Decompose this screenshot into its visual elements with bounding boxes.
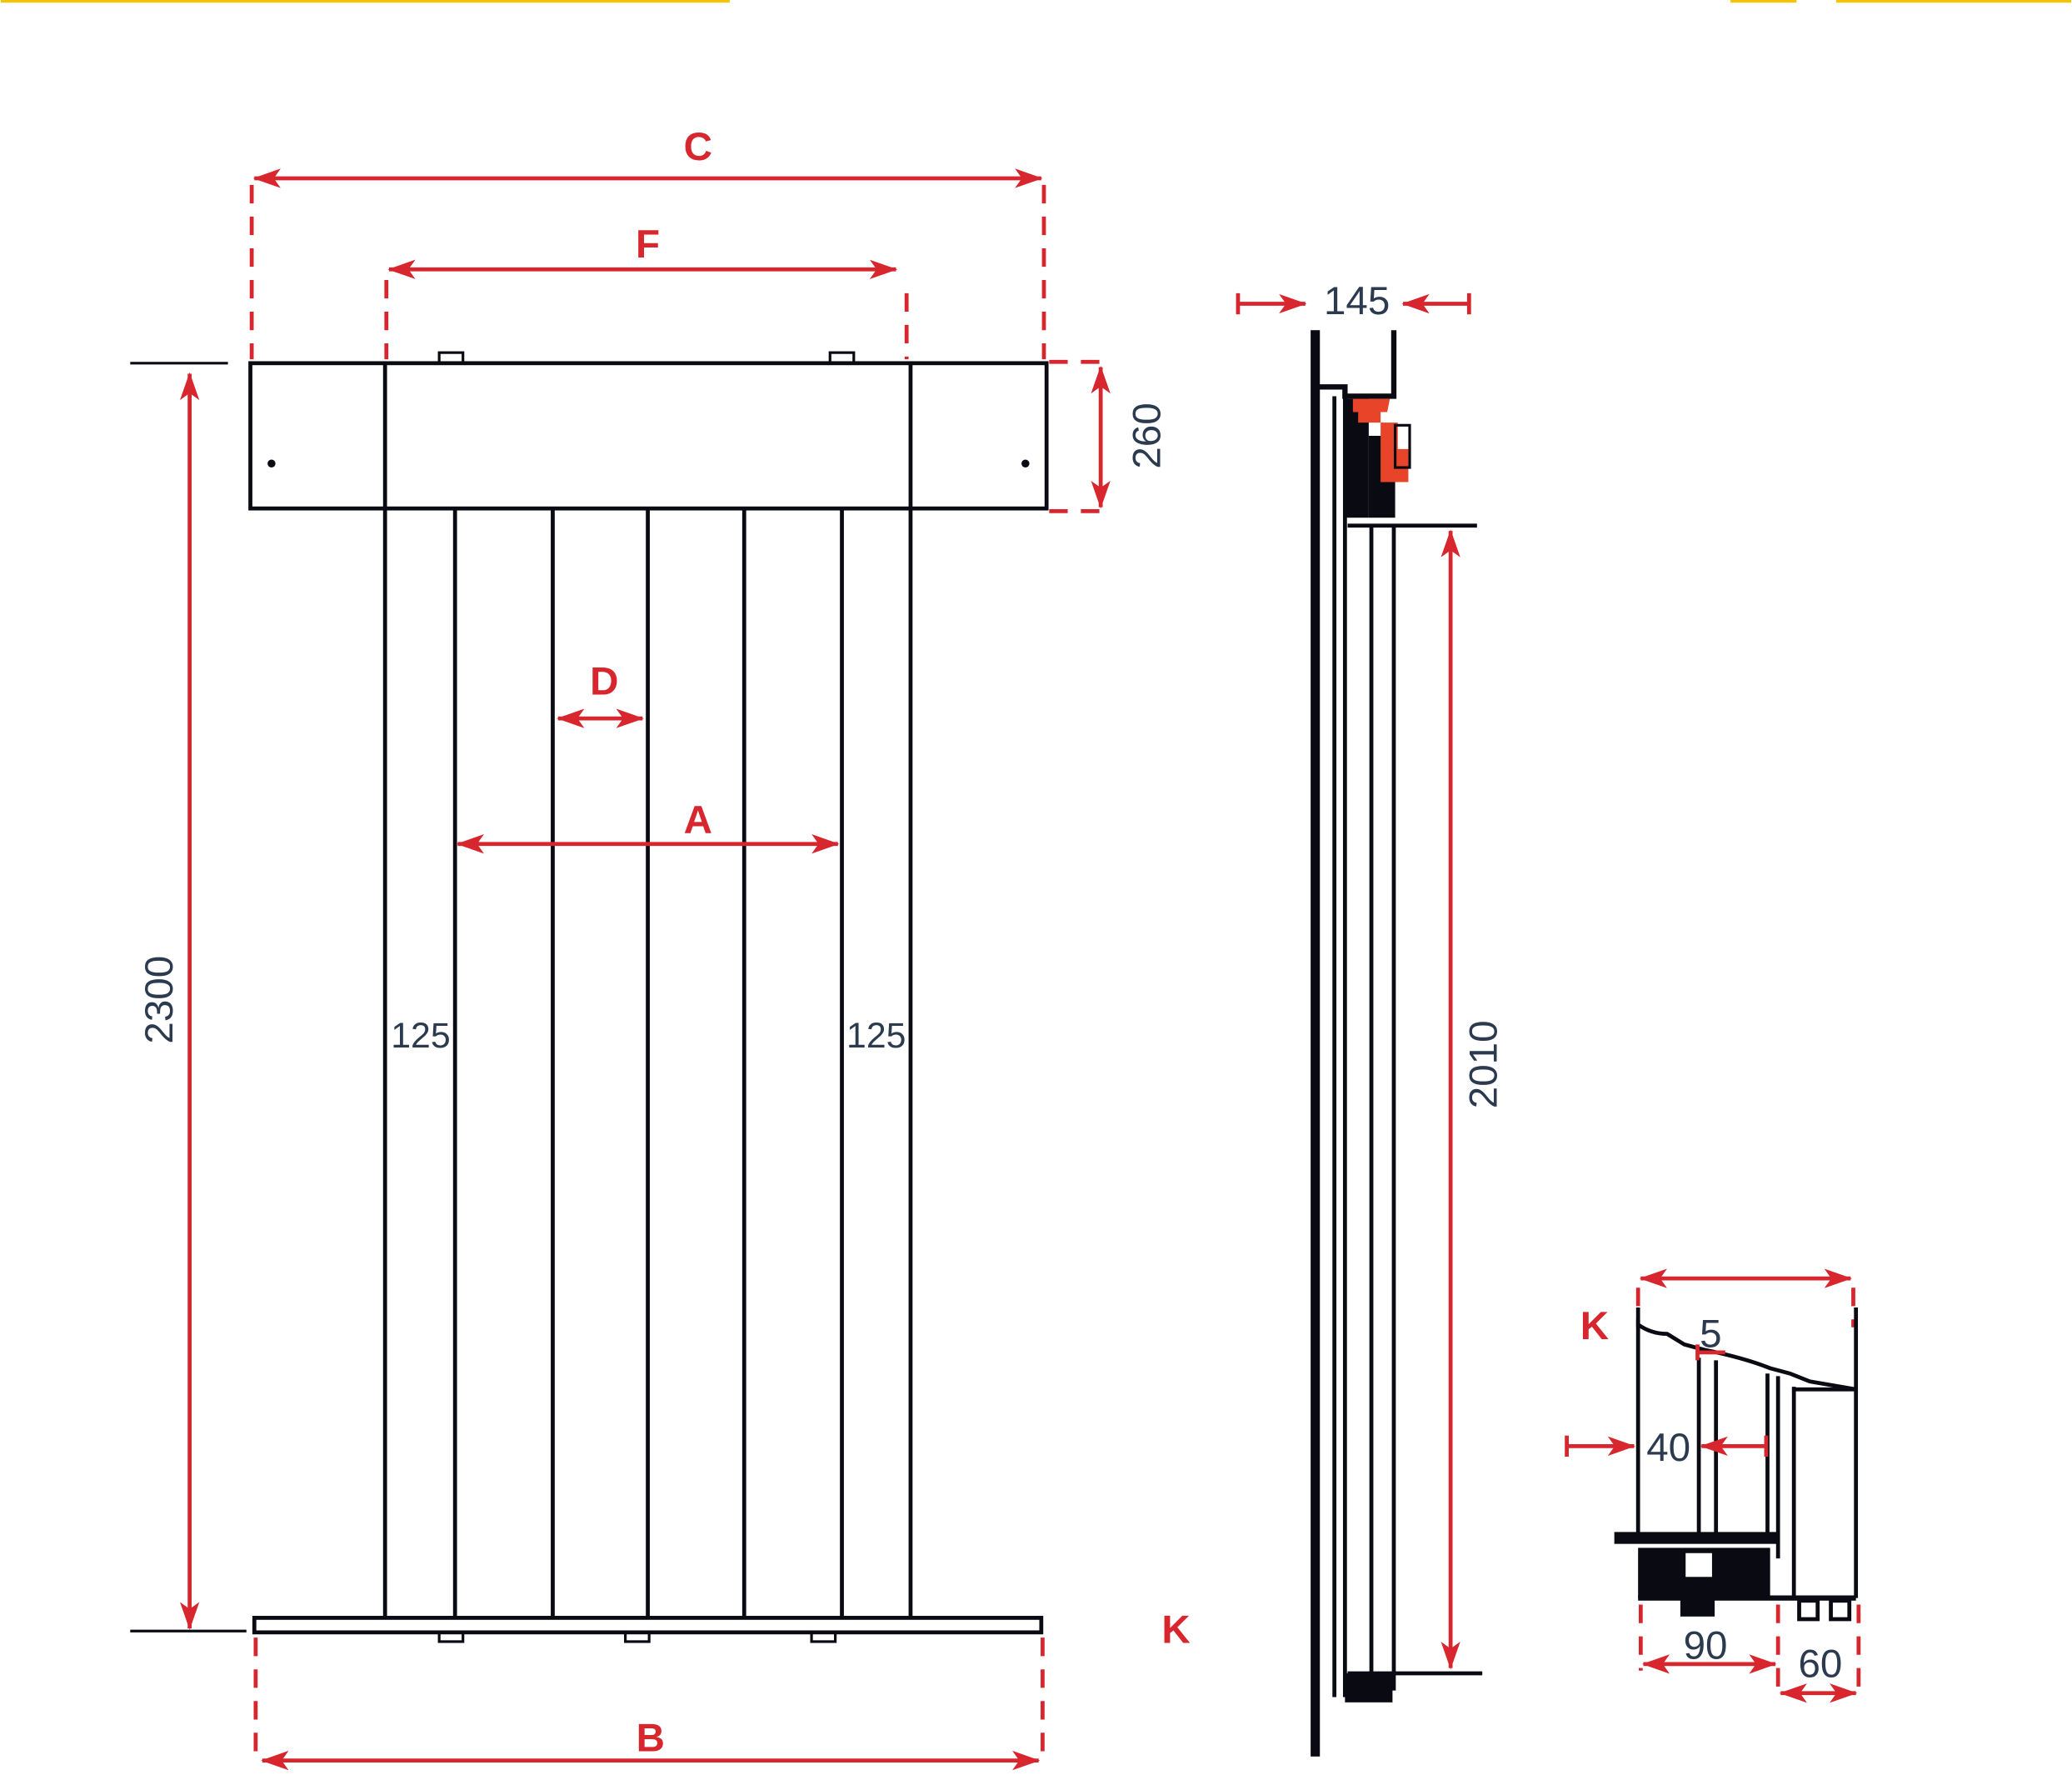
dimension-c-label: C	[684, 125, 712, 169]
thickness-value: 40	[1646, 1426, 1690, 1470]
gap-5-value: 5	[1700, 1312, 1721, 1357]
depth-value: 145	[1324, 279, 1390, 323]
side-view: 145 2010	[1236, 279, 1506, 1757]
dimension-90-value: 90	[1684, 1624, 1728, 1668]
dimension-a-label: A	[684, 798, 712, 842]
break-line	[1636, 1322, 1857, 1392]
dimension-f-label: F	[636, 222, 660, 267]
detail-k-reference: K	[1161, 1608, 1190, 1652]
base-plate	[1614, 1532, 1779, 1544]
bottom-rail	[252, 1616, 1044, 1635]
header-box	[248, 361, 1049, 511]
header-screw-right	[1021, 459, 1030, 468]
header-screw-left	[267, 459, 276, 468]
top-channel	[1314, 330, 1397, 399]
roller-window	[1685, 1552, 1712, 1578]
dimension-2300-value: 2300	[137, 956, 182, 1044]
vertical-bars	[382, 362, 913, 1618]
roller-bolt	[1680, 1598, 1715, 1617]
track-foot	[1829, 1598, 1852, 1622]
panel-lines	[1332, 396, 1396, 1698]
rail-clip	[624, 1631, 651, 1643]
offset-left-value: 125	[391, 1016, 450, 1056]
dimension-b-label: B	[637, 1716, 665, 1760]
hanger-hardware	[1345, 398, 1411, 518]
detail-k-label: K	[1580, 1304, 1609, 1348]
track-foot	[1797, 1598, 1820, 1622]
dimension-60-value: 60	[1798, 1642, 1842, 1687]
rail-clip	[810, 1631, 837, 1643]
dimension-2010-value: 2010	[1462, 1020, 1506, 1108]
profile-walls	[1635, 1307, 1859, 1598]
dimension-260-value: 260	[1125, 402, 1169, 468]
wall-profile	[1311, 330, 1321, 1757]
front-view: C F 260 2300 D A 125 125 B K	[130, 125, 1191, 1771]
offset-right-value: 125	[846, 1016, 906, 1056]
detail-k: K 5 40 90 60	[1565, 1268, 1861, 1703]
header-clip-right	[828, 351, 856, 365]
header-clip-left	[437, 351, 465, 365]
dimension-d-label: D	[590, 660, 618, 704]
bottom-guide	[1345, 1672, 1393, 1702]
rail-clip	[437, 1631, 465, 1643]
